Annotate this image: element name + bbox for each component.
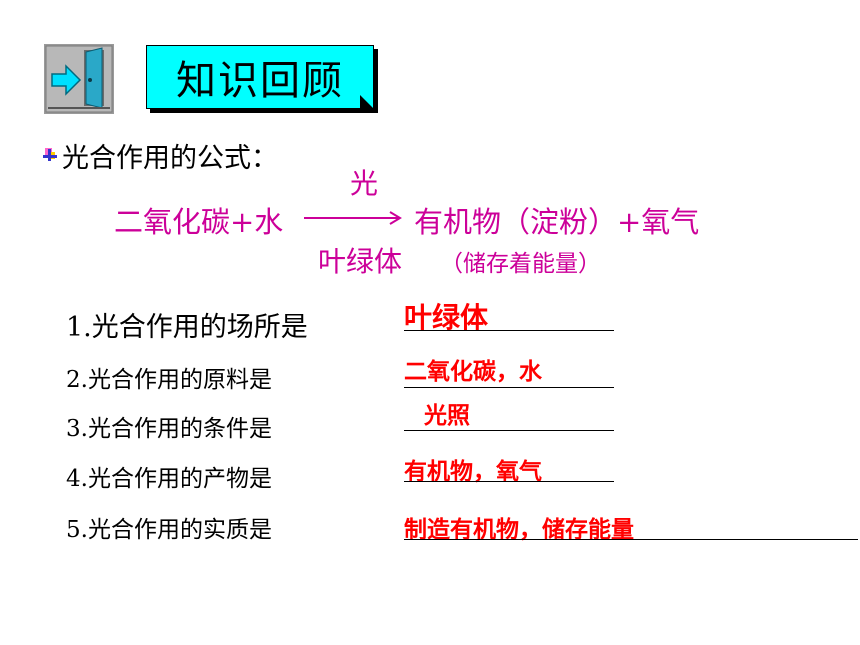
exit-door-icon[interactable] [44, 44, 114, 114]
question-label-conditions: 3.光合作用的条件是 [66, 416, 272, 442]
bullet-icon [42, 146, 58, 162]
answer-products: 有机物，氧气 [404, 459, 542, 485]
answer-line-materials [404, 387, 614, 388]
question-label-site: 1.光合作用的场所是 [66, 312, 308, 343]
answer-line-products [404, 481, 614, 482]
formula-reactants: 二氧化碳+水 [114, 205, 284, 239]
formula-energy-note: （储存着能量） [440, 251, 601, 277]
formula-heading: 光合作用的公式： [62, 143, 278, 174]
answer-essence: 制造有机物，储存能量 [404, 517, 634, 543]
answer-line-conditions [404, 430, 614, 431]
question-label-products: 4.光合作用的产物是 [66, 466, 272, 492]
section-title: 知识回顾 [176, 58, 344, 104]
answer-site: 叶绿体 [404, 301, 489, 334]
answer-line-essence [404, 539, 858, 540]
answer-line-site [404, 330, 614, 331]
formula-condition-chloroplast: 叶绿体 [318, 245, 403, 278]
question-label-essence: 5.光合作用的实质是 [66, 517, 272, 543]
section-title-box: 知识回顾 [146, 45, 374, 109]
title-box-fold [360, 95, 374, 109]
reaction-arrow-icon [300, 208, 408, 228]
formula-condition-light: 光 [350, 167, 379, 200]
question-label-materials: 2.光合作用的原料是 [66, 367, 272, 393]
answer-conditions: 光照 [424, 403, 470, 429]
formula-products: 有机物（淀粉）+氧气 [414, 205, 700, 239]
answer-materials: 二氧化碳，水 [404, 359, 542, 385]
